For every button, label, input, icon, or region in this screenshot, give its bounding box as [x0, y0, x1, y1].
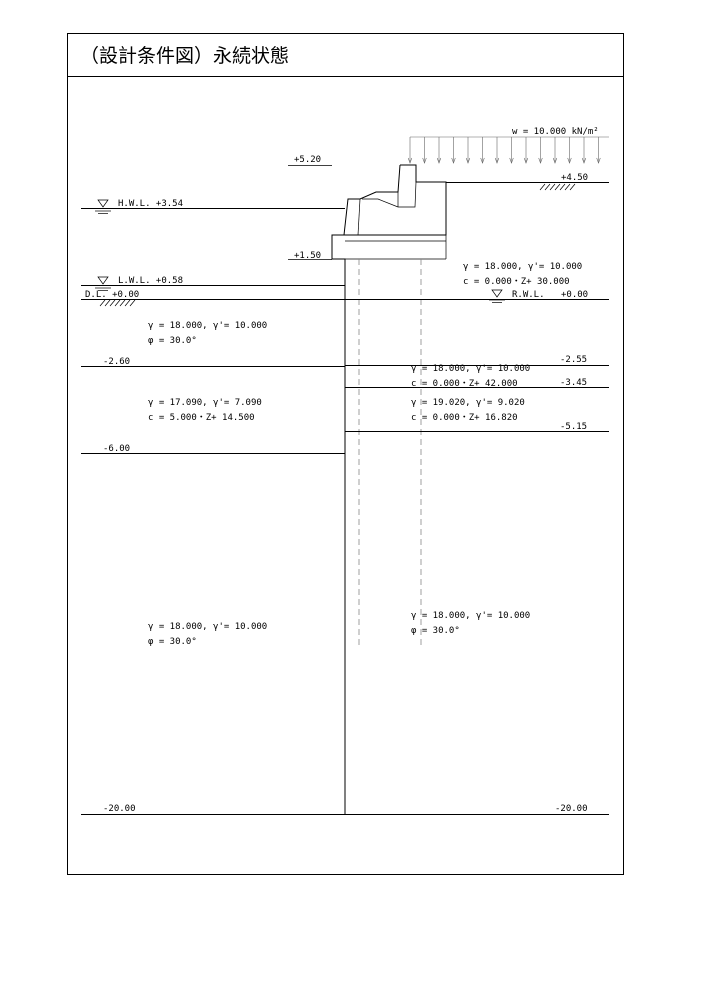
surcharge-arrow-head — [509, 157, 514, 164]
surcharge-arrow-head — [407, 157, 413, 164]
right-layer3-gamma: γ = 18.000, γ'= 10.000 — [411, 611, 530, 621]
surcharge-arrow-head — [581, 157, 587, 164]
wall-outline — [331, 164, 447, 815]
surcharge-label: w = 10.000 kN/m² — [512, 127, 599, 137]
surcharge-arrow-head — [567, 157, 572, 164]
water-level-icon — [95, 276, 111, 291]
left-level-b: -6.00 — [103, 444, 130, 454]
toe-level-label: +1.50 — [294, 251, 321, 261]
crown-level-label: +5.20 — [294, 155, 321, 165]
right-layer1-cohesion: c = 0.000・Z+ 42.000 — [411, 379, 518, 389]
right-layer1-gamma: γ = 18.000, γ'= 10.000 — [411, 364, 530, 374]
rwl-label: R.W.L. — [512, 290, 545, 300]
water-level-icon — [489, 289, 505, 303]
surcharge-arrow-head — [422, 157, 427, 164]
right-layer3-phi: φ = 30.0° — [411, 626, 460, 636]
surcharge-arrow-head — [552, 157, 558, 164]
left-layer3-gamma: γ = 18.000, γ'= 10.000 — [148, 622, 267, 632]
surcharge-arrow-head — [480, 157, 485, 164]
surcharge-arrow-head — [436, 157, 442, 164]
front-face-line — [357, 198, 361, 236]
water-level-icon — [95, 199, 111, 214]
rwl-value-label: +0.00 — [561, 290, 588, 300]
right-layer2-cohesion: c = 0.000・Z+ 16.820 — [411, 413, 518, 423]
right-level-c: -5.15 — [560, 422, 587, 432]
left-base-level: -20.00 — [103, 804, 136, 814]
surcharge-load — [407, 136, 609, 164]
surcharge-arrow-head — [465, 157, 471, 164]
surcharge-arrow-head — [538, 157, 543, 164]
left-layer1-phi: φ = 30.0° — [148, 336, 197, 346]
backfill-cohesion: c = 0.000・Z+ 30.000 — [463, 277, 570, 287]
left-layer3-phi: φ = 30.0° — [148, 637, 197, 647]
left-level-a: -2.60 — [103, 357, 130, 367]
right-layer2-gamma: γ = 19.020, γ'= 9.020 — [411, 398, 525, 408]
surcharge-arrow-head — [596, 157, 601, 164]
ground-hatch-left — [99, 299, 136, 307]
drawing-title: （設計条件図）永続状態 — [80, 45, 289, 67]
backfill-gamma: γ = 18.000, γ'= 10.000 — [463, 262, 582, 272]
lwl-label: L.W.L. +0.58 — [118, 276, 183, 286]
drawing-frame — [67, 33, 624, 875]
ground-hatch-right — [539, 183, 576, 191]
left-layer1-gamma: γ = 18.000, γ'= 10.000 — [148, 321, 267, 331]
backfill-level-label: +4.50 — [561, 173, 588, 183]
surcharge-arrow-head — [451, 157, 456, 164]
surcharge-arrow-head — [494, 157, 500, 164]
surcharge-arrows — [407, 137, 601, 164]
right-base-level: -20.00 — [555, 804, 588, 814]
parapet-outline — [343, 164, 401, 236]
left-layer2-gamma: γ = 17.090, γ'= 7.090 — [148, 398, 262, 408]
dl-label: D.L. +0.00 — [85, 290, 139, 300]
hwl-label: H.W.L. +3.54 — [118, 199, 183, 209]
right-level-b: -3.45 — [560, 378, 587, 388]
quay-wall-structure — [331, 164, 447, 815]
right-level-a: -2.55 — [560, 355, 587, 365]
surcharge-arrow-head — [523, 157, 529, 164]
left-layer2-cohesion: c = 5.000・Z+ 14.500 — [148, 413, 255, 423]
